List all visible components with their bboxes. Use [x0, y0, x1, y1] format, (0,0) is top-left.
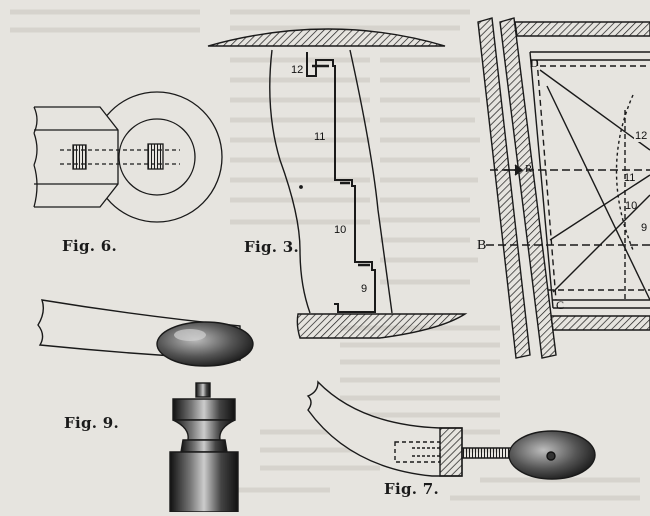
- fig3-label: Fig. 3.: [244, 238, 300, 256]
- fig6-drawing: [33, 91, 223, 223]
- frame-part-9: 9: [640, 222, 649, 234]
- fig3-part-10: 10: [334, 224, 347, 236]
- fig3-drawing: [207, 28, 468, 339]
- fig3-part-12: 12: [290, 64, 305, 76]
- frame-corner-d: D: [530, 56, 539, 70]
- fig9-label: Fig. 9.: [64, 414, 120, 432]
- frame-marker-r: R: [525, 163, 533, 175]
- frame-part-11: 11: [624, 172, 636, 184]
- frame-part-10: 10: [625, 200, 638, 212]
- fig6-label: Fig. 6.: [62, 237, 118, 255]
- frame-part-12: 12: [634, 130, 649, 142]
- frame-corner-c: C: [556, 298, 565, 312]
- fig9-drawing: [37, 299, 254, 513]
- frame-drawing: [477, 17, 650, 359]
- fig7-drawing: [306, 380, 596, 480]
- fig7-label: Fig. 7.: [384, 480, 440, 498]
- fig3-part-11: 11: [314, 131, 326, 143]
- fig3-part-9: 9: [360, 283, 369, 295]
- frame-marker-b: B: [477, 238, 487, 253]
